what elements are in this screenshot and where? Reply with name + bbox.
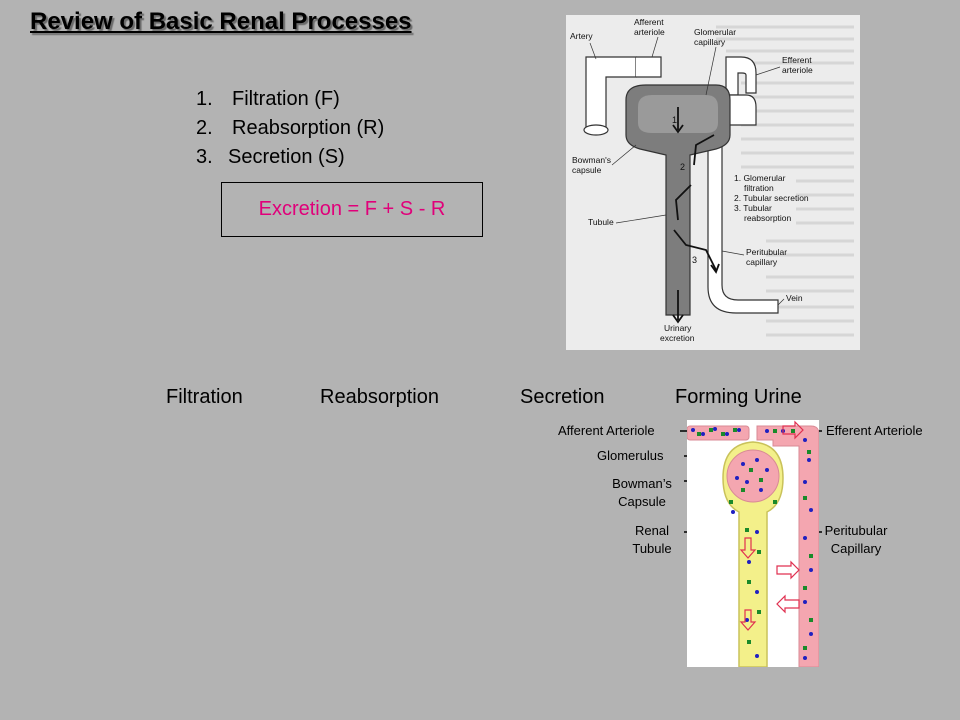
- efferent-vessel: [725, 56, 757, 96]
- process-label: Filtration (F): [232, 88, 340, 110]
- figure-marker-2: 2: [680, 162, 685, 172]
- label-line: Renal: [635, 523, 669, 538]
- figure-leader-lines: [589, 36, 785, 306]
- figure-legend: 1. Glomerular filtration 2. Tubular secr…: [734, 173, 809, 223]
- page-title: Review of Basic Renal Processes: [30, 8, 412, 35]
- label-line: Peritubular: [824, 523, 888, 538]
- figure-label-vein: Vein: [786, 293, 803, 303]
- label-glomerulus: Glomerulus: [597, 448, 664, 463]
- artery-opening: [583, 124, 609, 136]
- process-label: Secretion (S): [228, 146, 345, 168]
- process-item-secretion: 3. Secretion (S): [196, 146, 345, 169]
- stage-label-secretion: Secretion: [520, 386, 605, 408]
- label-peritubular-capillary: Peritubular Capillary: [822, 522, 890, 558]
- label-afferent-arteriole: Afferent Arteriole: [558, 423, 655, 438]
- label-renal-tubule: Renal Tubule: [624, 522, 680, 558]
- stage-label-forming-urine: Forming Urine: [675, 386, 802, 408]
- process-number: 1.: [196, 88, 213, 110]
- blood-particles: [691, 427, 813, 660]
- diagram-process-arrows: [739, 420, 804, 631]
- label-line: Capillary: [830, 541, 882, 556]
- process-label: Reabsorption (R): [232, 117, 385, 139]
- glomerulus: [726, 449, 780, 503]
- label-line: Bowman’s: [612, 476, 672, 491]
- process-item-reabsorption: 2. Reabsorption (R): [196, 117, 384, 140]
- stage-label-reabsorption: Reabsorption: [320, 386, 439, 408]
- label-line: Capsule: [618, 494, 666, 509]
- faded-text-lines: [716, 25, 854, 337]
- legend-line: 3. Tubular: [734, 203, 772, 213]
- figure-marker-1: 1: [672, 115, 677, 125]
- process-number: 3.: [196, 146, 213, 168]
- excretion-formula-box: Excretion = F + S - R: [221, 182, 483, 237]
- legend-line: reabsorption: [744, 213, 792, 223]
- legend-line: filtration: [744, 183, 774, 193]
- label-line: Tubule: [632, 541, 672, 556]
- process-arrows: [672, 107, 720, 324]
- label-bowmans-capsule: Bowman’s Capsule: [602, 475, 682, 511]
- stage-label-filtration: Filtration: [166, 386, 243, 408]
- process-number: 2.: [196, 117, 213, 139]
- process-item-filtration: 1. Filtration (F): [196, 88, 340, 111]
- excretion-formula: Excretion = F + S - R: [258, 198, 446, 220]
- nephron-process-diagram: [687, 420, 819, 667]
- figure-marker-3: 3: [692, 255, 697, 265]
- figure-label-artery: Artery: [570, 31, 593, 41]
- label-efferent-arteriole: Efferent Arteriole: [826, 423, 923, 438]
- bowmans-capsule-and-tubule: [722, 441, 784, 667]
- figure-step-markers: 1 2 3: [672, 115, 697, 265]
- afferent-arteriole: [687, 425, 750, 441]
- filtrate-particles: [729, 500, 777, 658]
- legend-line: 2. Tubular secretion: [734, 193, 809, 203]
- efferent-peritubular-capillary: [756, 425, 819, 667]
- afferent-vessel: [636, 56, 662, 78]
- figure-label-tubule: Tubule: [588, 217, 614, 227]
- legend-line: 1. Glomerular: [734, 173, 786, 183]
